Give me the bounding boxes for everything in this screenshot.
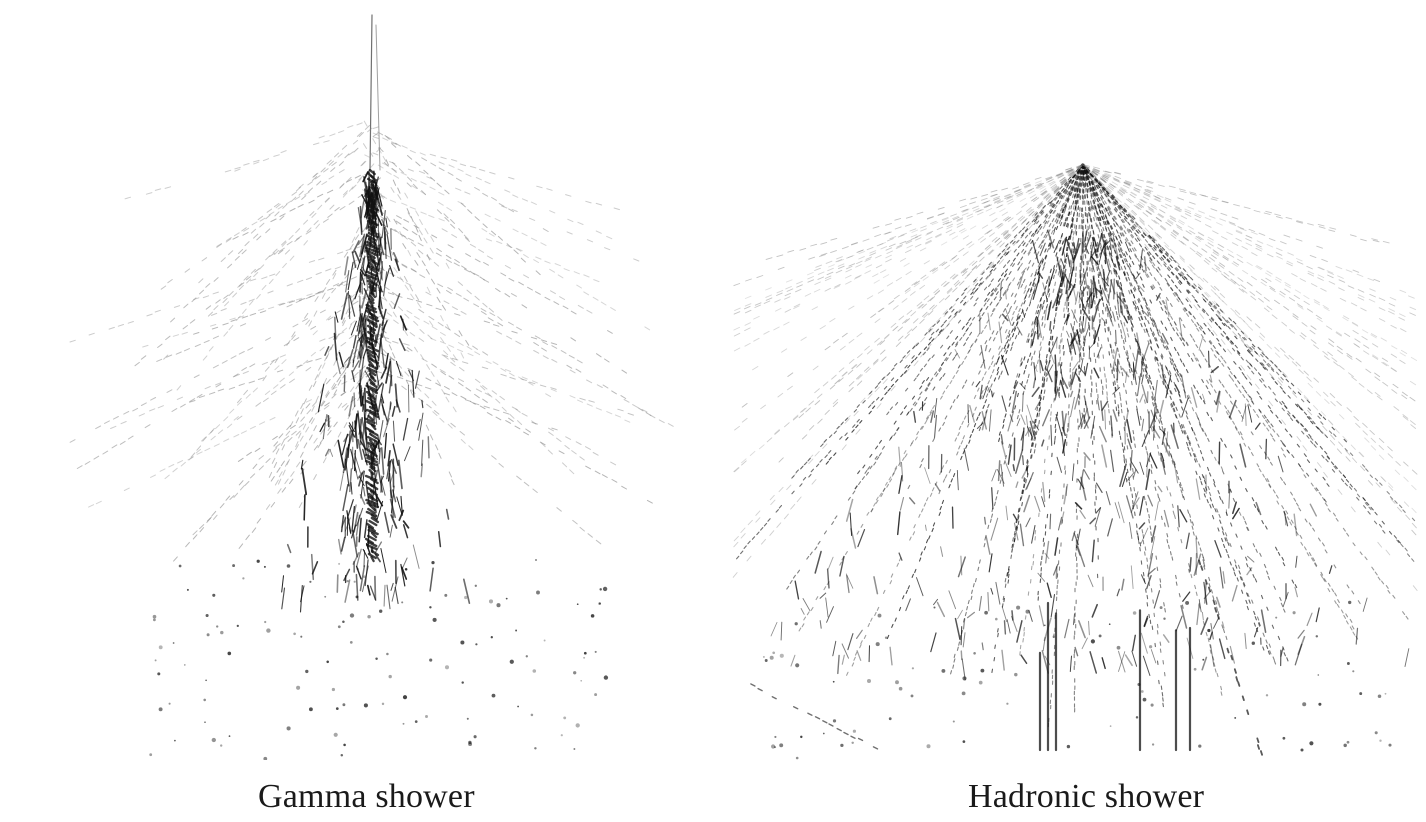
hadronic-shower-caption: Hadronic shower	[968, 778, 1204, 816]
shower-illustration	[0, 0, 1426, 760]
gamma-shower-tracks	[70, 15, 673, 760]
hadronic-shower-tracks	[733, 164, 1417, 759]
gamma-shower-caption: Gamma shower	[258, 778, 475, 816]
